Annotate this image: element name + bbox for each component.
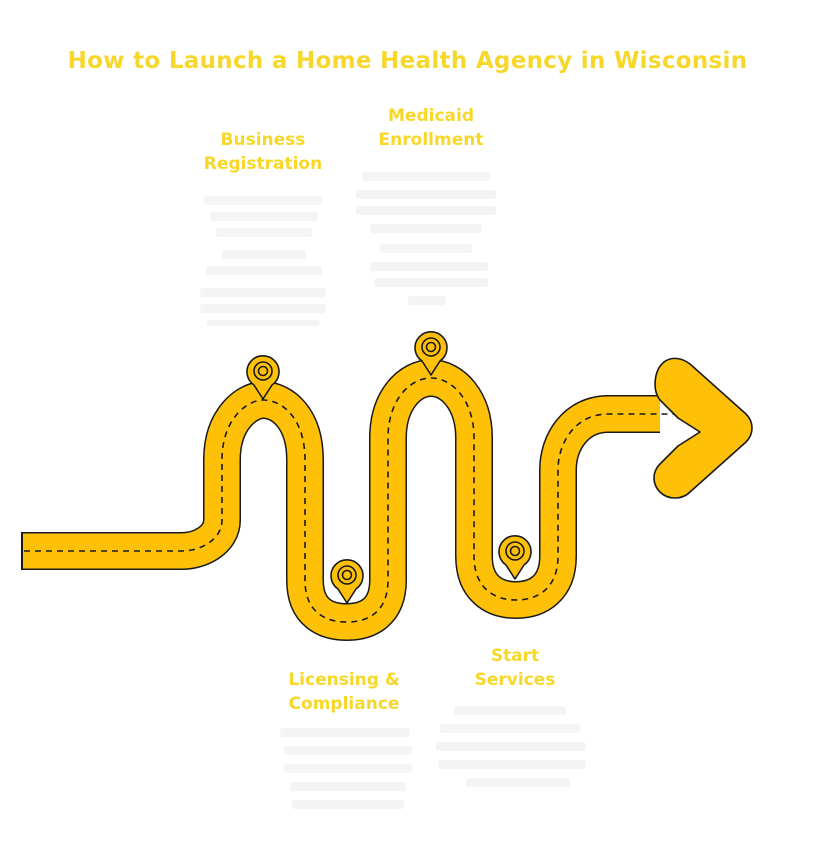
step-label-line: Registration bbox=[203, 154, 323, 174]
step-label-line: Services bbox=[474, 670, 556, 690]
step-label-line: Business bbox=[220, 130, 306, 150]
road-main bbox=[22, 359, 680, 641]
map-pin-icon bbox=[330, 559, 364, 604]
road-main-fill bbox=[22, 360, 660, 640]
arrow-right-icon bbox=[653, 357, 753, 499]
step-label-line: Enrollment bbox=[378, 130, 484, 150]
step-label-start-services: Start Services bbox=[435, 644, 595, 692]
step-label-medicaid-enrollment: Medicaid Enrollment bbox=[351, 104, 511, 152]
step-label-business-registration: Business Registration bbox=[183, 128, 343, 176]
diagram-title: How to Launch a Home Health Agency in Wi… bbox=[67, 48, 748, 74]
map-pin-icon bbox=[414, 331, 448, 376]
step-label-line: Medicaid bbox=[388, 106, 474, 126]
step-label-licensing-compliance: Licensing & Compliance bbox=[264, 668, 424, 716]
road-start-cap bbox=[21, 532, 23, 570]
map-pin-icon bbox=[498, 535, 532, 580]
step-label-line: Start bbox=[490, 646, 540, 666]
step-label-line: Compliance bbox=[288, 694, 400, 714]
step-label-line: Licensing & bbox=[288, 670, 400, 690]
map-pin-icon bbox=[246, 355, 280, 400]
